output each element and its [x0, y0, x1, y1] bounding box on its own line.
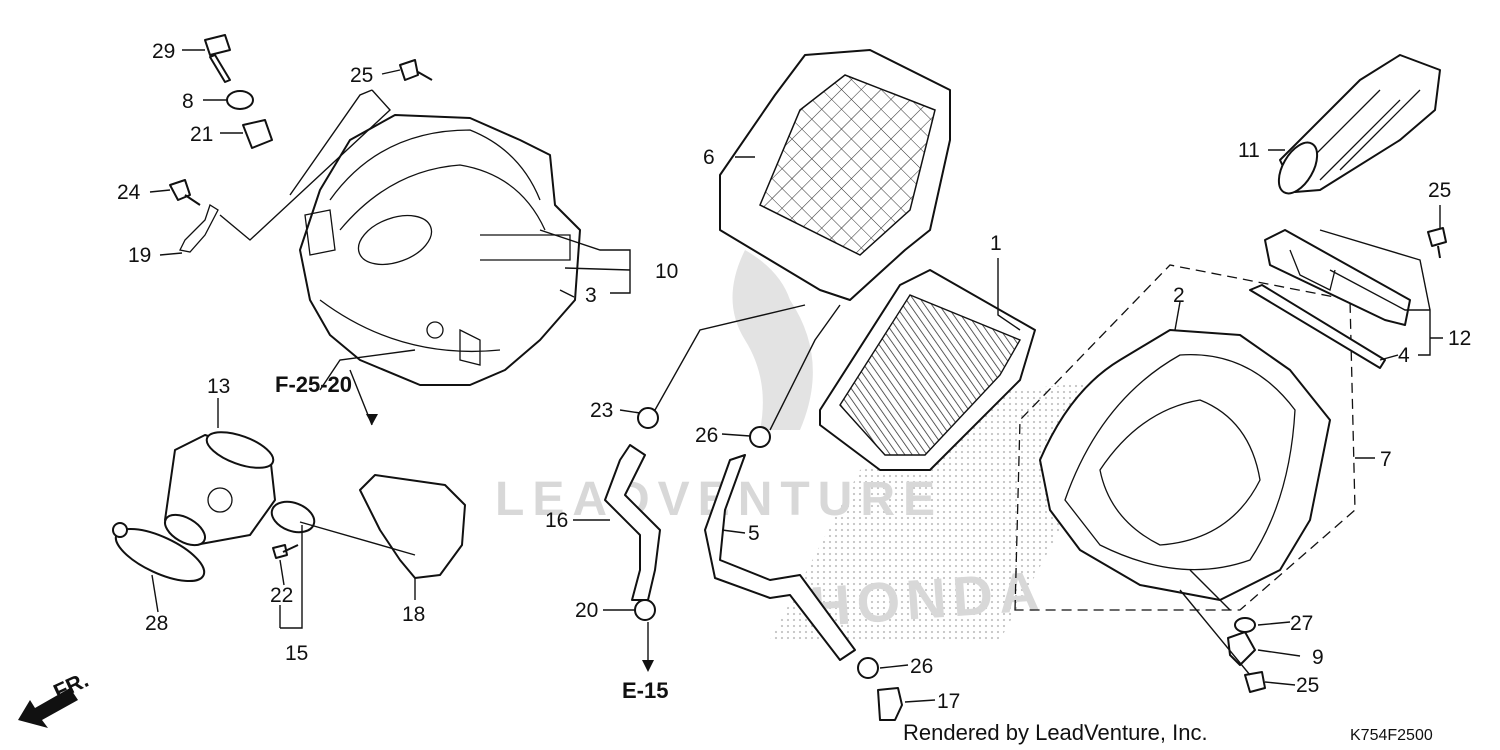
screw-25-top	[399, 59, 433, 81]
group-outline-7	[1014, 264, 1356, 611]
callout-9: 9	[1312, 646, 1324, 669]
callout-22: 22	[270, 584, 293, 607]
screw-24	[169, 179, 201, 206]
ref-f-25-20: F-25-20	[275, 372, 352, 397]
clip-19	[179, 204, 219, 253]
callout-19: 19	[128, 244, 151, 267]
clamp-26-upper	[749, 426, 771, 448]
tube-band	[112, 522, 206, 583]
callouts: 29 8 21 25 24 19 10 3 6 11 25 1 2 12 4 7…	[117, 40, 1471, 713]
air-cleaner-housing	[1039, 329, 1331, 601]
callout-17: 17	[937, 690, 960, 713]
screw-22	[272, 544, 299, 559]
breather-hose-5	[704, 454, 856, 661]
leader-lines	[149, 49, 1443, 703]
drain-hose-16	[604, 444, 661, 601]
callout-20: 20	[575, 599, 598, 622]
ref-arrow-e-15	[642, 660, 654, 672]
callout-12: 12	[1448, 327, 1471, 350]
callout-26-lower: 26	[910, 655, 933, 678]
front-indicator: FR.	[18, 667, 92, 728]
o-ring-27	[1234, 617, 1256, 633]
footer-rendered-by: Rendered by LeadVenture, Inc.	[903, 720, 1208, 745]
callout-1: 1	[990, 232, 1002, 255]
callout-13: 13	[207, 375, 230, 398]
ref-e-15: E-15	[622, 678, 668, 703]
callout-3: 3	[585, 284, 597, 307]
collar-8	[226, 90, 254, 110]
cap-9	[1227, 631, 1256, 666]
connecting-tube	[164, 431, 276, 547]
clamp-26-lower	[857, 657, 879, 679]
band-15	[270, 500, 316, 534]
callout-4: 4	[1398, 344, 1410, 367]
intake-duct	[1277, 54, 1441, 195]
air-cleaner-element	[819, 269, 1036, 471]
callout-29: 29	[152, 40, 175, 63]
element-case-inner	[719, 49, 951, 301]
callout-23: 23	[590, 399, 613, 422]
callout-25-right: 25	[1428, 179, 1451, 202]
callout-25-top: 25	[350, 64, 373, 87]
honda-wing-watermark	[770, 380, 1130, 640]
watermark: LEADVENTURE HONDA	[495, 250, 1130, 640]
callout-21: 21	[190, 123, 213, 146]
callout-16: 16	[545, 509, 568, 532]
callout-10: 10	[655, 260, 678, 283]
seal-4	[1249, 284, 1386, 369]
grommet-21	[242, 119, 273, 149]
callout-15: 15	[285, 642, 308, 665]
callout-11: 11	[1238, 139, 1260, 162]
bolt-29	[204, 34, 231, 83]
callout-7: 7	[1380, 448, 1392, 471]
screw-25-bottom	[1244, 671, 1266, 693]
small-parts	[169, 34, 1447, 721]
callout-26-upper: 26	[695, 424, 718, 447]
cover-18	[359, 474, 466, 579]
cover-12	[1264, 229, 1411, 326]
callout-28: 28	[145, 612, 168, 635]
callout-6: 6	[703, 146, 715, 169]
callout-18: 18	[402, 603, 425, 626]
callout-5: 5	[748, 522, 760, 545]
callout-8: 8	[182, 90, 194, 113]
clamp-20	[634, 599, 656, 621]
callout-25-bottom: 25	[1296, 674, 1319, 697]
callout-24: 24	[117, 181, 141, 204]
ref-arrow-f-25-20	[366, 414, 378, 425]
plug-17	[877, 687, 903, 721]
callout-27: 27	[1290, 612, 1313, 635]
callout-2: 2	[1173, 284, 1185, 307]
diagram-code: K754F2500	[1350, 727, 1433, 744]
clamp-23	[637, 407, 659, 429]
air-cleaner-case-cover	[299, 114, 581, 386]
screw-25-right	[1427, 227, 1447, 259]
